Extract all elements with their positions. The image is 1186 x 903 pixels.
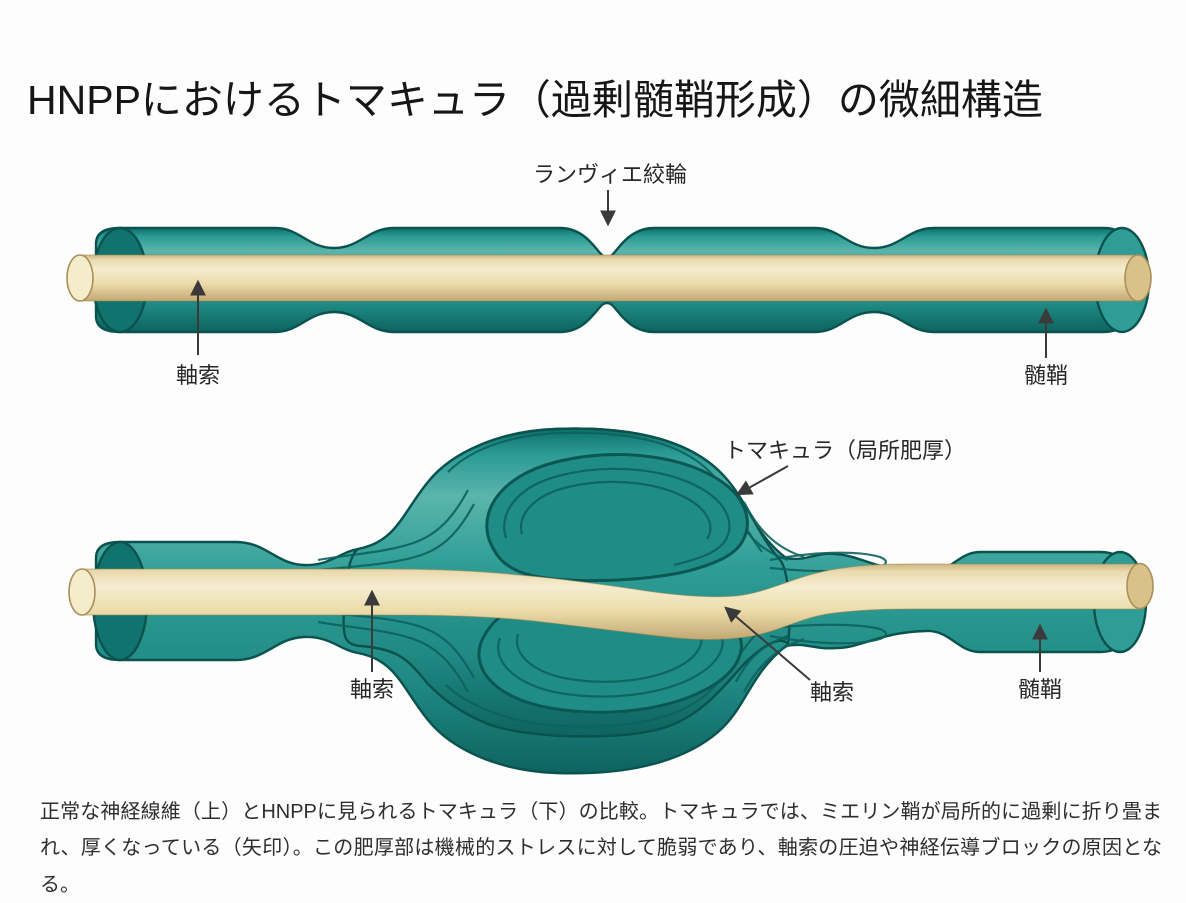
normal-fiber-illustration (66, 226, 1152, 334)
hnpp-axon-arrow-right (724, 606, 811, 681)
hnpp-axon-right-cap (1126, 562, 1154, 610)
hnpp-myelin-label: 髄鞘 (1018, 677, 1062, 702)
figure-caption: 正常な神経線維（上）とHNPPに見られるトマキュラ（下）の比較。トマキュラでは、… (40, 801, 1162, 896)
normal-axon-label: 軸索 (176, 363, 220, 388)
normal-myelin-label: 髄鞘 (1024, 363, 1068, 388)
normal-axon-left-cap (66, 254, 94, 302)
fold-upper-inner-1 (503, 467, 731, 567)
hnpp-axon-left-cap (68, 568, 96, 616)
tomacula-arrow (735, 465, 789, 496)
normal-axon (79, 254, 1139, 302)
left-neck-lamella-3 (317, 620, 469, 693)
fold-lower-inner-2 (515, 629, 703, 683)
fold-lower-inner-1 (497, 628, 724, 698)
hnpp-axon-label-left: 軸索 (350, 677, 394, 702)
hnpp-axon-label-right: 軸索 (810, 680, 854, 705)
nerve-fiber-diagram: ランヴィエ絞輪 軸索 髄鞘 (66, 162, 1154, 775)
tomacula-label: トマキュラ（局所肥厚） (724, 438, 966, 463)
normal-axon-right-cap (1124, 254, 1152, 302)
right-hairpin-bottom (769, 623, 888, 645)
fold-upper-inner-2 (519, 480, 712, 540)
right-neck-lamella-3 (743, 637, 805, 693)
page-title: HNPPにおけるトマキュラ（過剰髄鞘形成）の微細構造 (27, 77, 1043, 123)
left-neck-lamella-2 (319, 503, 475, 572)
left-neck-lamella-1 (317, 489, 469, 562)
hnpp-fiber-illustration (68, 427, 1154, 775)
right-neck-lamella-1 (743, 501, 805, 559)
node-of-ranvier-label: ランヴィエ絞輪 (533, 162, 687, 187)
